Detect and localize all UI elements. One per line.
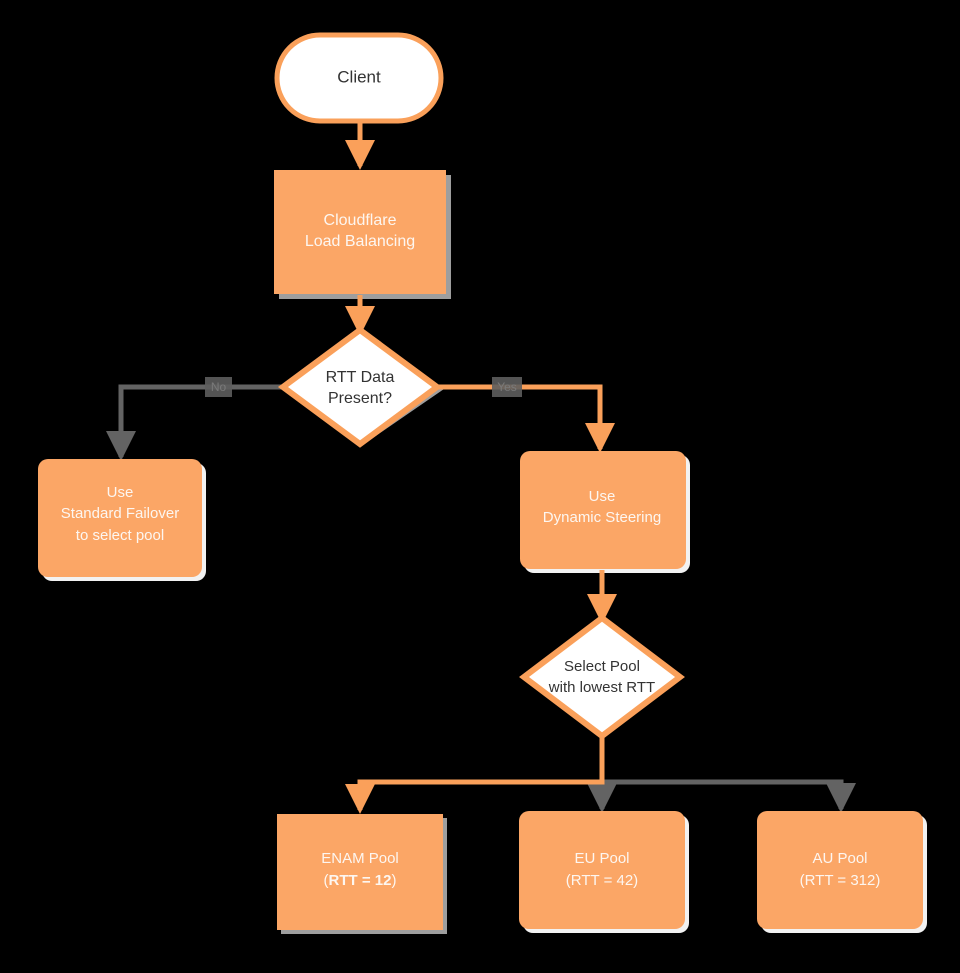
edge-label-yes: Yes — [497, 380, 517, 394]
rtt-decision-label-line2: Present? — [328, 390, 392, 407]
node-load-balancing[interactable]: Cloudflare Load Balancing — [274, 170, 446, 294]
node-dynamic-steering[interactable]: Use Dynamic Steering — [520, 451, 686, 569]
client-label: Client — [337, 67, 381, 86]
enam-pool-paren-close: ) — [391, 872, 396, 889]
select-pool-label-line2: with lowest RTT — [548, 679, 655, 696]
load-balancing-label-line1: Cloudflare — [324, 212, 397, 229]
edge-label-no: No — [211, 380, 227, 394]
dynamic-steering-label-line1: Use — [589, 488, 616, 505]
edge-select-pool-to-au-pool — [602, 779, 856, 814]
standard-failover-label-line2: Standard Failover — [61, 505, 179, 522]
standard-failover-label-line1: Use — [107, 484, 134, 501]
au-pool-shape — [757, 811, 923, 929]
eu-pool-label-line1: EU Pool — [574, 850, 629, 867]
eu-pool-label-line2: (RTT = 42) — [566, 872, 638, 889]
node-select-pool[interactable]: Select Pool with lowest RTT — [519, 614, 685, 740]
enam-pool-label-line1: ENAM Pool — [321, 850, 399, 867]
node-au-pool[interactable]: AU Pool (RTT = 312) — [757, 811, 923, 929]
node-client[interactable]: Client — [274, 32, 444, 124]
select-pool-label-line1: Select Pool — [564, 658, 640, 675]
au-pool-label-line2: (RTT = 312) — [800, 872, 881, 889]
load-balancing-shape — [274, 170, 446, 294]
edges — [105, 119, 856, 815]
select-pool-shape — [519, 614, 685, 740]
node-eu-pool[interactable]: EU Pool (RTT = 42) — [519, 811, 685, 929]
node-rtt-decision[interactable]: RTT Data Present? — [277, 326, 443, 448]
enam-pool-rtt-label: (RTT = 12) — [324, 872, 397, 889]
rtt-decision-label-line1: RTT Data — [326, 369, 395, 386]
edge-rtt-to-standard-failover — [105, 384, 283, 462]
edge-select-pool-to-enam-pool — [344, 732, 605, 815]
node-standard-failover[interactable]: Use Standard Failover to select pool — [38, 459, 202, 577]
enam-pool-shape — [277, 814, 443, 930]
node-enam-pool[interactable]: ENAM Pool (RTT = 12) — [277, 814, 443, 930]
standard-failover-shape — [38, 459, 202, 577]
au-pool-label-line1: AU Pool — [812, 850, 867, 867]
client-shape — [274, 32, 444, 124]
dynamic-steering-shape — [520, 451, 686, 569]
enam-pool-rtt-value: RTT = 12 — [329, 872, 392, 889]
load-balancing-label-line2: Load Balancing — [305, 233, 415, 250]
enam-pool-paren-open: ( — [324, 872, 329, 889]
rtt-decision-shape — [277, 326, 443, 448]
standard-failover-label-line3: to select pool — [76, 527, 164, 544]
dynamic-steering-label-line2: Dynamic Steering — [543, 509, 661, 526]
eu-pool-shape — [519, 811, 685, 929]
edge-rtt-to-dynamic-steering — [437, 384, 615, 454]
edge-labels: No Yes — [205, 377, 522, 397]
